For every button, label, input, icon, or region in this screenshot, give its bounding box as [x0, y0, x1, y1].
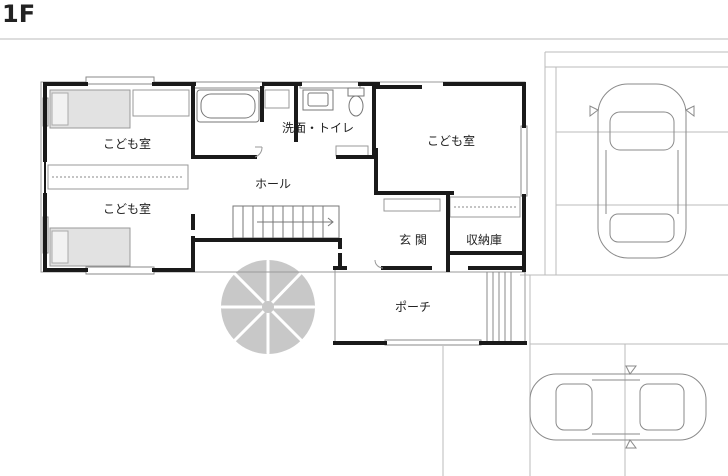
room-label-kids-3: こども室	[427, 133, 475, 148]
room-label-washroom: 洗面・トイレ	[282, 121, 354, 135]
room-label-porch: ポーチ	[395, 300, 431, 314]
washbasin-icon	[302, 89, 334, 111]
doors	[254, 146, 384, 269]
porch-steps	[486, 272, 512, 343]
site-lines	[0, 38, 728, 476]
shelf	[264, 89, 290, 109]
shoe-cabinet	[335, 145, 369, 157]
room-label-entrance: 玄 関	[399, 232, 427, 247]
desk	[132, 89, 190, 117]
toilet-icon	[347, 87, 365, 117]
hangers	[52, 176, 516, 208]
floor-title: 1F	[2, 0, 35, 28]
bed-icon	[49, 89, 131, 267]
bathtub-icon	[196, 89, 260, 123]
room-label-hall: ホール	[255, 177, 291, 191]
room-label-kids-2: こども室	[103, 201, 151, 216]
walls	[43, 82, 527, 345]
car-icon	[589, 83, 695, 259]
stairs-icon	[232, 205, 340, 239]
shoe-cabinet-2	[383, 198, 441, 212]
car-icon-2	[529, 365, 707, 449]
room-label-storage: 収納庫	[466, 233, 502, 247]
room-label-kids-1: こども室	[103, 136, 151, 151]
tree-icon	[220, 259, 316, 355]
